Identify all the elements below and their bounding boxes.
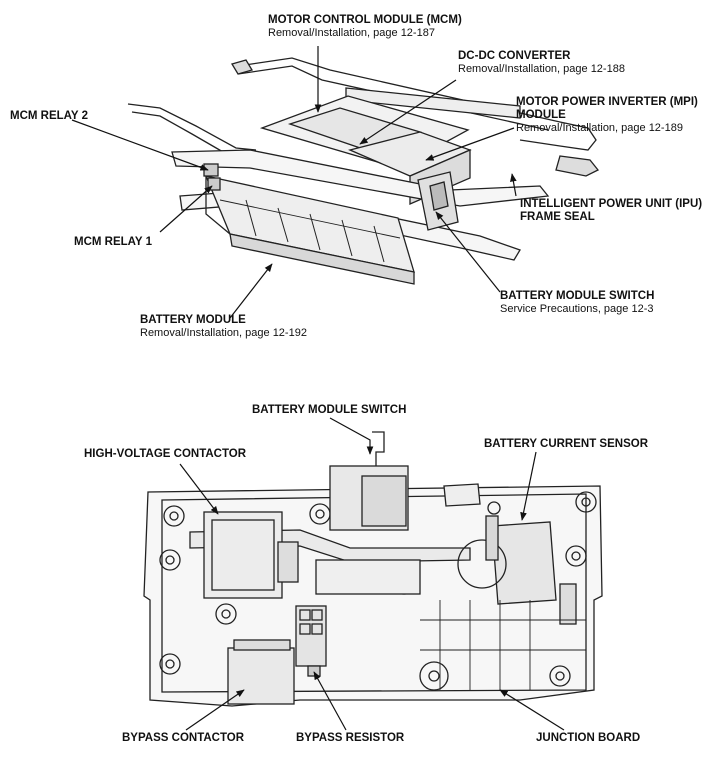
mpi-title-line1: MOTOR POWER INVERTER (MPI) bbox=[516, 96, 698, 108]
battery-module-switch-ref: Service Precautions, page 12-3 bbox=[500, 303, 654, 315]
mcm-relay-2-label: MCM RELAY 2 bbox=[10, 110, 88, 122]
dcdc-title: DC-DC CONVERTER bbox=[458, 50, 571, 62]
mpi-title-line2: MODULE bbox=[516, 109, 566, 121]
battery-module-switch-bottom-label: BATTERY MODULE SWITCH bbox=[252, 404, 407, 416]
junction-board-label: JUNCTION BOARD bbox=[536, 732, 641, 744]
battery-module-label: BATTERY MODULE Removal/Installation, pag… bbox=[140, 314, 307, 340]
mpi-ref: Removal/Installation, page 12-189 bbox=[516, 122, 683, 134]
ipu-assembly-illustration bbox=[127, 57, 600, 285]
battery-module-switch-title: BATTERY MODULE SWITCH bbox=[500, 290, 655, 302]
ipu-title-line2: FRAME SEAL bbox=[520, 211, 595, 223]
dcdc-label: DC-DC CONVERTER Removal/Installation, pa… bbox=[458, 50, 625, 76]
high-voltage-contactor-label: HIGH-VOLTAGE CONTACTOR bbox=[84, 448, 247, 460]
bypass-resistor-label: BYPASS RESISTOR bbox=[296, 732, 405, 744]
ipu-frame-seal-label: INTELLIGENT POWER UNIT (IPU) FRAME SEAL bbox=[520, 198, 702, 224]
bottom-leader-lines bbox=[179, 417, 565, 731]
mcm-label: MOTOR CONTROL MODULE (MCM) Removal/Insta… bbox=[268, 14, 462, 40]
mcm-title: MOTOR CONTROL MODULE (MCM) bbox=[268, 14, 462, 26]
battery-module-switch-top-label: BATTERY MODULE SWITCH Service Precaution… bbox=[500, 290, 654, 316]
mpi-label: MOTOR POWER INVERTER (MPI) MODULE Remova… bbox=[516, 96, 698, 135]
bypass-contactor-label: BYPASS CONTACTOR bbox=[122, 732, 245, 744]
battery-module-ref: Removal/Installation, page 12-192 bbox=[140, 327, 307, 339]
battery-module-title: BATTERY MODULE bbox=[140, 314, 246, 326]
top-leader-lines bbox=[71, 46, 517, 319]
battery-current-sensor-label: BATTERY CURRENT SENSOR bbox=[484, 438, 648, 450]
mcm-ref: Removal/Installation, page 12-187 bbox=[268, 27, 435, 39]
dcdc-ref: Removal/Installation, page 12-188 bbox=[458, 63, 625, 75]
junction-board-illustration bbox=[143, 431, 603, 707]
mcm-relay-1-label: MCM RELAY 1 bbox=[74, 236, 152, 248]
ipu-title-line1: INTELLIGENT POWER UNIT (IPU) bbox=[520, 198, 703, 210]
